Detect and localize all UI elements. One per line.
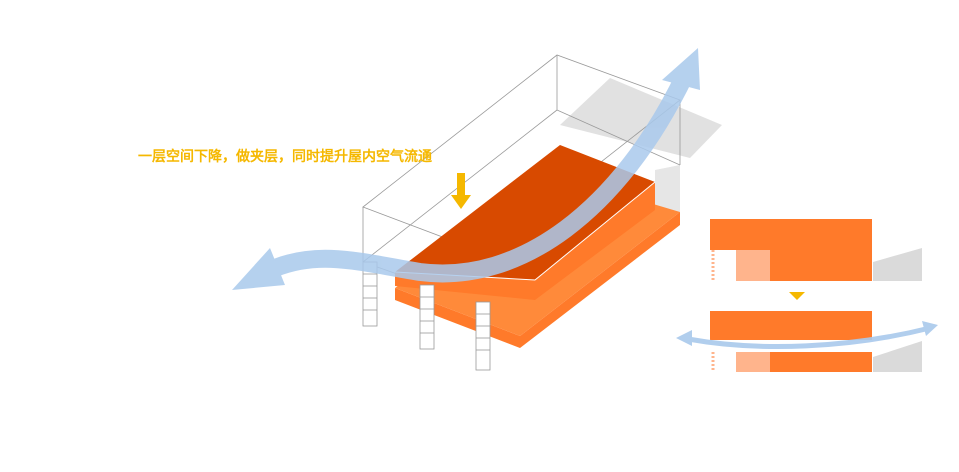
down-arrow-icon bbox=[451, 173, 471, 209]
roof-shadow bbox=[560, 78, 722, 158]
annotation-caption: 一层空间下降，做夹层，同时提升屋内空气流通 bbox=[138, 149, 432, 165]
lower-slab-right bbox=[520, 212, 680, 348]
transition-arrow-icon bbox=[789, 292, 805, 300]
section-air-flow-arrow-icon bbox=[676, 321, 938, 350]
side-shadow bbox=[655, 165, 680, 215]
column-2 bbox=[419, 284, 435, 350]
section-before bbox=[710, 219, 922, 281]
column-1 bbox=[362, 261, 378, 327]
mezzanine-right bbox=[535, 182, 655, 300]
section-after bbox=[710, 311, 922, 372]
column-3 bbox=[475, 301, 491, 371]
mezzanine-top bbox=[395, 145, 655, 280]
air-flow-arrow-icon bbox=[232, 48, 700, 290]
